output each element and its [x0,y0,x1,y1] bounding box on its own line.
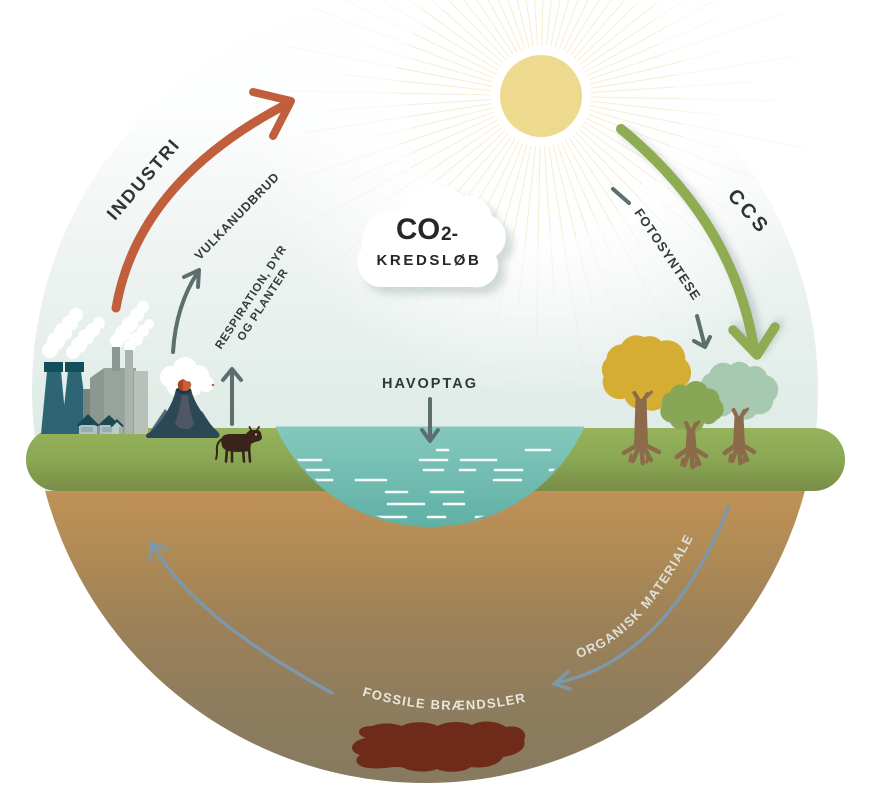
svg-text:HAVOPTAG: HAVOPTAG [382,376,478,392]
svg-text:2-: 2- [441,224,458,245]
svg-text:CO: CO [396,213,440,246]
svg-text:KREDSLØB: KREDSLØB [377,252,482,269]
